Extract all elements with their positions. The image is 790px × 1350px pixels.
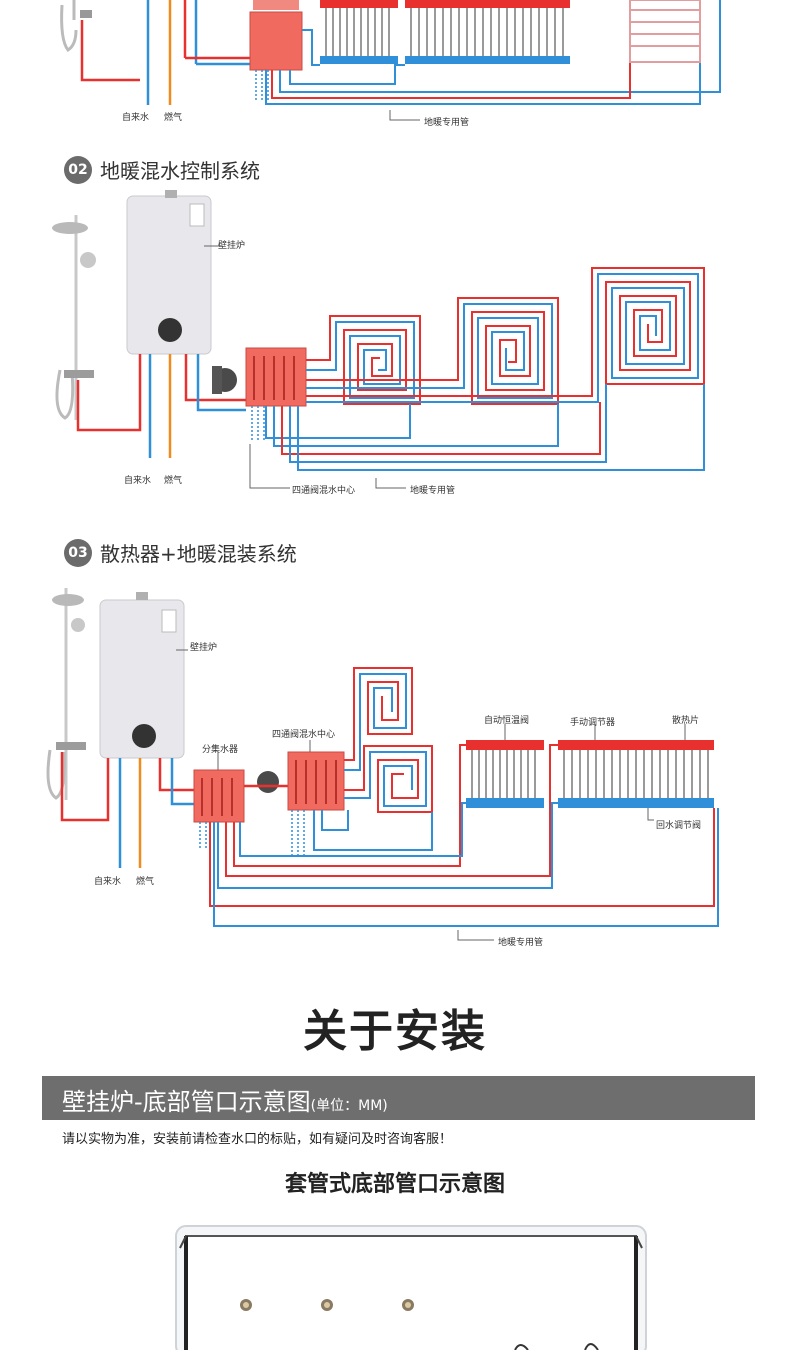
- section-3-number: 03: [64, 538, 92, 567]
- boiler-label: 壁挂炉: [190, 643, 218, 653]
- section-3-title-text: 散热器+地暖混装系统: [100, 542, 297, 566]
- section-2-title-text: 地暖混水控制系统: [100, 159, 260, 183]
- install-bar-unit: (单位：MM): [310, 1098, 388, 1114]
- section-3-title: 03 散热器+地暖混装系统: [64, 538, 297, 567]
- floor-pipe-label: 地暖专用管: [410, 486, 456, 496]
- install-bar-title-text: 壁挂炉-底部管口示意图: [62, 1088, 311, 1116]
- boiler-label: 壁挂炉: [218, 241, 246, 251]
- gas-label: 燃气: [164, 113, 183, 123]
- gas-label: 燃气: [164, 476, 183, 486]
- section-2-pipes: [52, 190, 705, 489]
- install-note: 请以实物为准，安装前请检查水口的标贴，如有疑问及时咨询客服！: [62, 1132, 453, 1147]
- bottom-ports-subheading: 套管式底部管口示意图: [284, 1172, 505, 1197]
- return-valve-label: 回水调节阀: [656, 821, 702, 831]
- mixing-center-label: 四通阀混水中心: [272, 730, 336, 740]
- radiator-label: 散热片: [672, 716, 700, 726]
- tap-water-label: 自来水: [124, 476, 152, 486]
- install-heading: 关于安装: [303, 1006, 487, 1057]
- section-2-number: 02: [64, 155, 92, 184]
- section-1-pipes: [60, 0, 721, 121]
- mixing-center-label: 四通阀混水中心: [292, 486, 356, 496]
- section-3-pipes: [46, 588, 719, 941]
- auto-valve-label: 自动恒温阀: [484, 716, 530, 726]
- install-bar-title: 壁挂炉-底部管口示意图(单位：MM): [62, 1082, 388, 1117]
- install-title-bar: 壁挂炉-底部管口示意图(单位：MM): [42, 1076, 755, 1120]
- manual-valve-label: 手动调节器: [570, 718, 616, 728]
- tap-water-label: 自来水: [122, 113, 150, 123]
- tap-water-label: 自来水: [94, 877, 122, 887]
- gas-label: 燃气: [136, 877, 155, 887]
- floor-pipe-label: 地暖专用管: [498, 938, 544, 948]
- manifold-label: 分集水器: [202, 745, 239, 755]
- floor-pipe-label: 地暖专用管: [424, 118, 470, 128]
- section-2-title: 02 地暖混水控制系统: [64, 155, 260, 184]
